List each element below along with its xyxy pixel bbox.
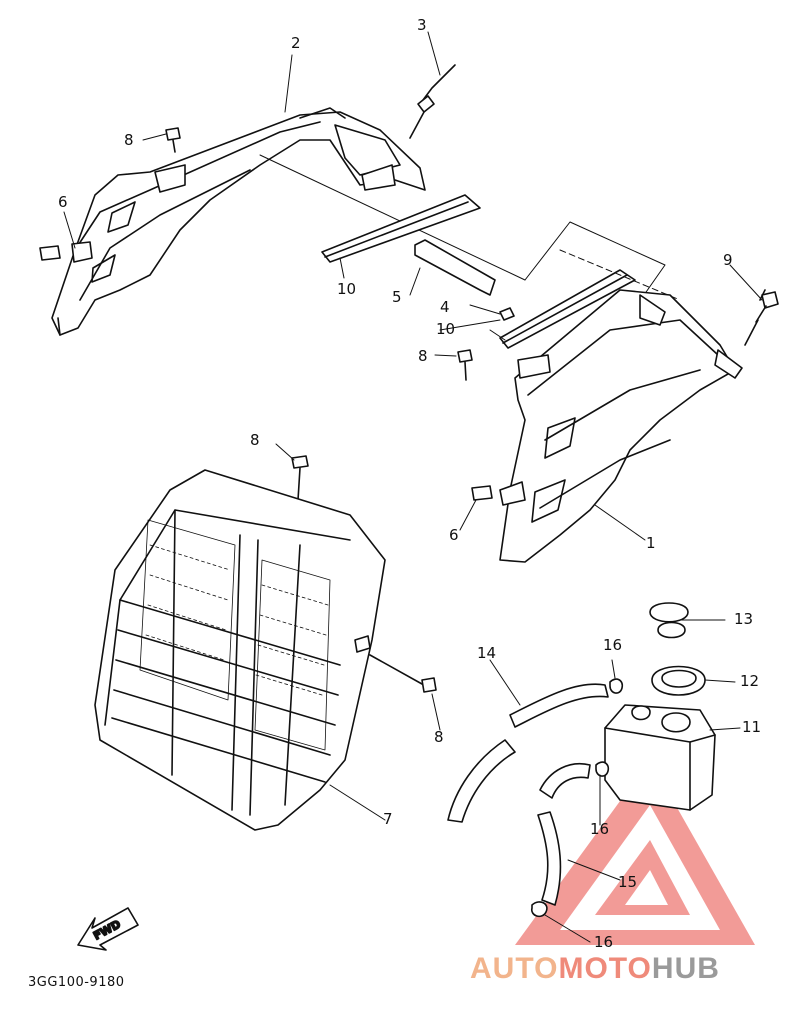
rivet-part-3 bbox=[409, 64, 456, 139]
clip-part-6-left bbox=[39, 241, 93, 263]
watermark-segment-auto: AUTO bbox=[470, 952, 559, 985]
trim-strip-part-10-left bbox=[321, 194, 481, 263]
screw-part-8-mid bbox=[457, 349, 473, 381]
reservoir-tank-part-11 bbox=[604, 704, 716, 811]
bar-part-5 bbox=[414, 239, 496, 296]
screw-part-8-grille-side bbox=[369, 654, 437, 693]
callout-part-6-right: 6 bbox=[449, 526, 459, 544]
callout-part-7: 7 bbox=[383, 810, 393, 828]
callout-part-8-grille-side: 8 bbox=[434, 728, 444, 746]
screw-part-8-grille-top bbox=[291, 455, 309, 501]
callout-part-16-top: 16 bbox=[603, 636, 623, 654]
side-shroud-part-1 bbox=[499, 289, 743, 563]
bracket-part-2 bbox=[51, 107, 526, 336]
callout-part-2: 2 bbox=[291, 34, 301, 52]
bolt-part-9 bbox=[744, 289, 779, 346]
callout-part-8-top: 8 bbox=[124, 131, 134, 149]
callout-part-4: 4 bbox=[440, 298, 450, 316]
callout-part-10-right: 10 bbox=[436, 320, 456, 338]
callout-leader-lines bbox=[63, 31, 763, 943]
callout-part-5: 5 bbox=[392, 288, 402, 306]
watermark-segment-moto: MOTO bbox=[558, 952, 652, 985]
callout-part-11: 11 bbox=[742, 718, 762, 736]
callout-part-3: 3 bbox=[417, 16, 427, 34]
callout-part-8-mid: 8 bbox=[418, 347, 428, 365]
drawing-reference-code: 3GG100-9180 bbox=[28, 975, 125, 990]
trim-strip-part-10-right bbox=[499, 269, 636, 349]
hose-part-15 bbox=[537, 763, 591, 906]
cap-part-13 bbox=[649, 602, 689, 639]
watermark-triangle-logo bbox=[515, 760, 755, 945]
callout-part-10-left: 10 bbox=[337, 280, 357, 298]
clip-part-4 bbox=[499, 307, 515, 321]
hose-part-14 bbox=[447, 683, 609, 823]
callout-part-14: 14 bbox=[477, 644, 497, 662]
clamp-part-16-mid bbox=[595, 761, 610, 777]
clip-part-6-right bbox=[471, 485, 493, 501]
forward-direction-arrow: FWD bbox=[77, 907, 139, 951]
callout-part-16-mid: 16 bbox=[590, 820, 610, 838]
screw-part-8-top bbox=[165, 127, 181, 153]
guide-lines bbox=[439, 221, 681, 331]
callout-part-12: 12 bbox=[740, 672, 760, 690]
gasket-part-12 bbox=[651, 665, 706, 696]
callout-part-1: 1 bbox=[646, 534, 656, 552]
callout-part-13: 13 bbox=[734, 610, 754, 628]
callout-part-6-left: 6 bbox=[58, 193, 68, 211]
clamp-part-16-bottom bbox=[531, 901, 548, 918]
callout-part-8-grille-top: 8 bbox=[250, 431, 260, 449]
watermark-segment-hub: HUB bbox=[651, 952, 720, 985]
callout-part-16-bottom: 16 bbox=[594, 933, 614, 951]
radiator-grille-part-7 bbox=[94, 469, 386, 831]
clamp-part-16-top bbox=[609, 678, 624, 694]
callout-part-15: 15 bbox=[618, 873, 638, 891]
callout-part-9: 9 bbox=[723, 251, 733, 269]
watermark-logo-text: AUTOMOTOHUB bbox=[470, 952, 720, 986]
